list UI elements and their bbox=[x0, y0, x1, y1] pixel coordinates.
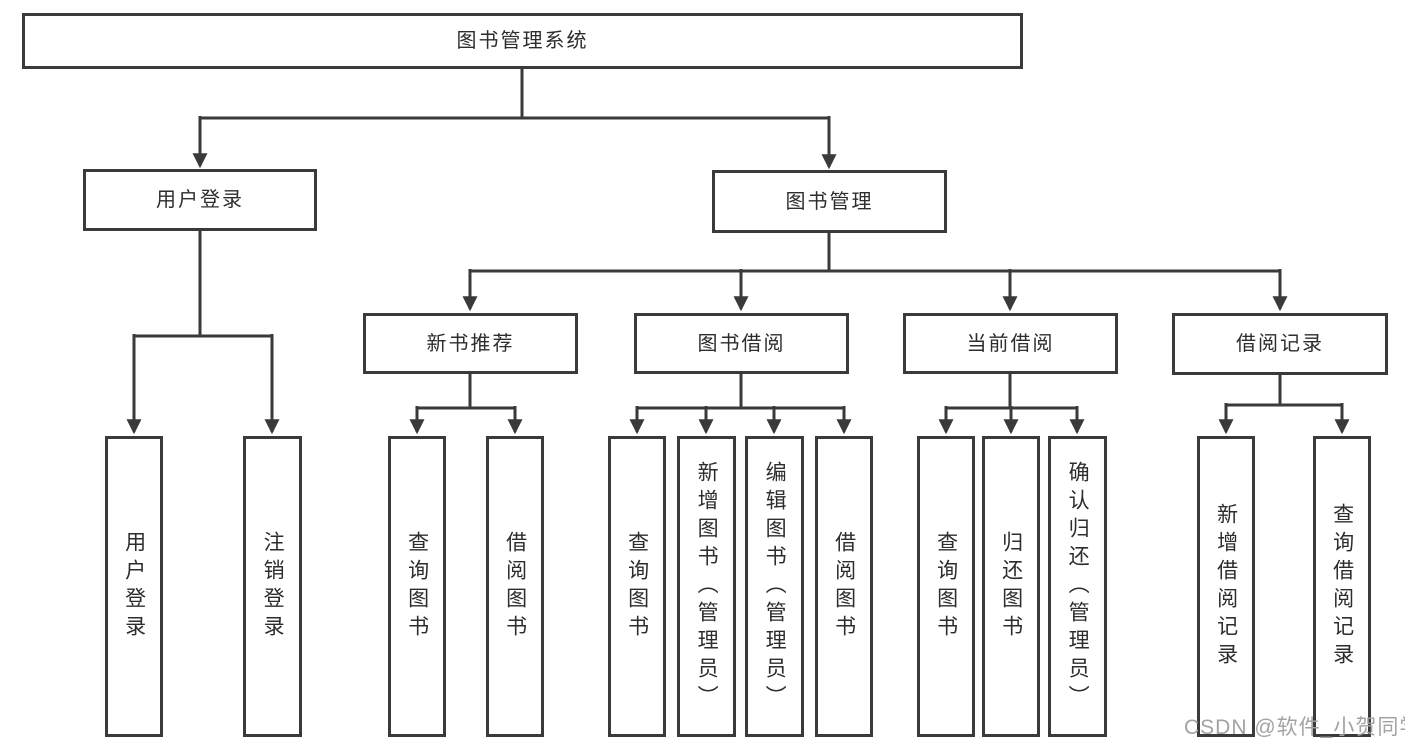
connector-bookborrow-elbow bbox=[637, 372, 844, 410]
node-records-query: 查询借阅记录 bbox=[1313, 436, 1371, 737]
node-current-borrow: 当前借阅 bbox=[903, 313, 1118, 374]
connector-current-elbow bbox=[946, 372, 1077, 410]
connector-root-elbow bbox=[200, 67, 829, 120]
node-records-add: 新增借阅记录 bbox=[1197, 436, 1255, 737]
csdn-watermark: CSDN @软件_小贺同学 bbox=[1184, 716, 1405, 739]
node-new-books: 新书推荐 bbox=[363, 313, 578, 374]
node-bookborrow-query: 查询图书 bbox=[608, 436, 666, 737]
connector-records-elbow bbox=[1226, 372, 1342, 407]
node-newbooks-query: 查询图书 bbox=[388, 436, 446, 737]
node-book-mgmt: 图书管理 bbox=[712, 170, 947, 233]
connector-login-elbow bbox=[134, 229, 272, 338]
node-bookborrow-borrow: 借阅图书 bbox=[815, 436, 873, 737]
node-current-query: 查询图书 bbox=[917, 436, 975, 737]
node-current-confirm-admin: 确认归还（管理员） bbox=[1048, 436, 1107, 737]
node-user-login: 用户登录 bbox=[83, 169, 317, 231]
node-bookborrow-edit-admin: 编辑图书（管理员） bbox=[745, 436, 804, 737]
connector-newbooks-elbow bbox=[417, 372, 515, 410]
node-newbooks-borrow: 借阅图书 bbox=[486, 436, 544, 737]
node-login-logout: 注销登录 bbox=[243, 436, 302, 737]
node-borrow-records: 借阅记录 bbox=[1172, 313, 1388, 375]
node-current-return: 归还图书 bbox=[982, 436, 1040, 737]
connector-mgmt-elbow bbox=[470, 231, 1280, 273]
node-bookborrow-add-admin: 新增图书（管理员） bbox=[677, 436, 736, 737]
node-login-user: 用户登录 bbox=[105, 436, 163, 737]
node-root: 图书管理系统 bbox=[22, 13, 1023, 69]
node-book-borrow: 图书借阅 bbox=[634, 313, 849, 374]
